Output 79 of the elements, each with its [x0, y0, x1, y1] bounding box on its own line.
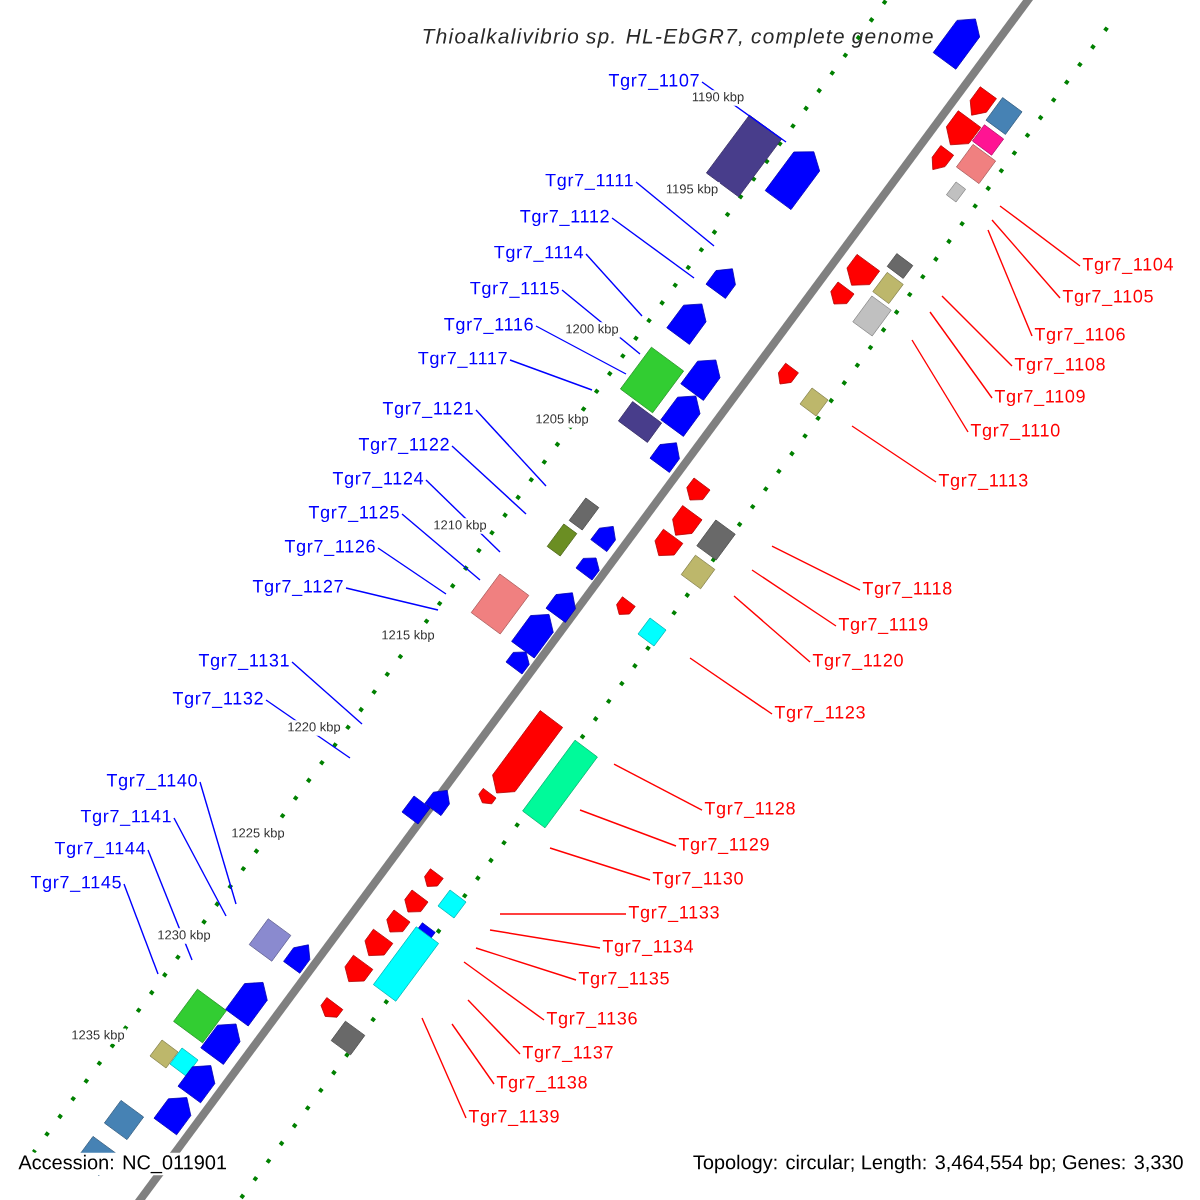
- leader-line: [475, 409, 547, 487]
- leader-line: [499, 913, 627, 915]
- gene-label: Tgr7_1108: [1014, 357, 1105, 375]
- gene-label: Tgr7_1133: [628, 905, 719, 923]
- gene-label: Tgr7_1122: [358, 437, 449, 455]
- leader-line: [147, 849, 193, 961]
- gene-label: Tgr7_1145: [30, 875, 121, 893]
- gene-label: Tgr7_1132: [172, 691, 263, 709]
- gene-label: Tgr7_1107: [608, 73, 699, 91]
- gene-label: Tgr7_1117: [418, 351, 507, 369]
- gene-label: Tgr7_1116: [444, 317, 533, 335]
- gene-label: Tgr7_1104: [1082, 257, 1173, 275]
- gene-label: Tgr7_1119: [838, 617, 928, 635]
- gene-label: Tgr7_1110: [970, 423, 1060, 441]
- leader-line: [929, 311, 993, 399]
- accession-text: Accession: NC_011901: [16, 1152, 229, 1176]
- leader-line: [199, 781, 237, 905]
- leader-line: [451, 1023, 495, 1085]
- leader-line: [613, 763, 703, 811]
- leader-line: [173, 817, 227, 917]
- genome-info-text: Topology: circular; Length: 3,464,554 bp; Genes: 3,330: [693, 1154, 1183, 1174]
- gene-label: Tgr7_1112: [520, 209, 609, 227]
- leader-line: [991, 219, 1061, 299]
- gene-label: Tgr7_1128: [704, 801, 795, 819]
- leader-line: [635, 181, 715, 247]
- leader-line: [401, 513, 481, 581]
- title: Thioalkalivibrio sp. HL-EbGR7, complete genome: [423, 28, 933, 48]
- gene-label: Tgr7_1109: [994, 389, 1085, 407]
- gene-label: Tgr7_1134: [602, 939, 693, 957]
- leader-line: [733, 595, 811, 663]
- gene-label: Tgr7_1125: [308, 505, 399, 523]
- leader-line: [751, 569, 837, 627]
- leader-line: [463, 961, 545, 1021]
- leader-line: [509, 359, 593, 391]
- leader-line: [611, 217, 695, 279]
- leader-line: [123, 883, 159, 975]
- gene-label: Tgr7_1105: [1062, 289, 1153, 307]
- gene-label: Tgr7_1120: [812, 653, 903, 671]
- gene-label: Tgr7_1139: [468, 1109, 559, 1127]
- leader-line: [585, 253, 643, 317]
- gene-label: Tgr7_1123: [774, 705, 865, 723]
- gene-label: Tgr7_1114: [494, 245, 584, 263]
- leader-line: [689, 657, 773, 715]
- leader-line: [987, 229, 1033, 337]
- gene-label: Tgr7_1113: [938, 473, 1028, 491]
- gene-label: Tgr7_1136: [546, 1011, 637, 1029]
- gene-label: Tgr7_1135: [578, 971, 669, 989]
- gene-label: Tgr7_1124: [332, 471, 424, 489]
- gene-label: Tgr7_1106: [1034, 327, 1125, 345]
- leader-line: [345, 587, 439, 611]
- gene-label: Tgr7_1137: [522, 1045, 613, 1063]
- gene-label: Tgr7_1131: [198, 653, 289, 671]
- leader-line: [421, 1017, 467, 1119]
- leader-line: [851, 425, 937, 483]
- leader-line: [911, 339, 969, 433]
- gene-label: Tgr7_1129: [678, 837, 769, 855]
- leader-line: [579, 809, 677, 847]
- leader-line: [941, 295, 1013, 367]
- gene-label: Tgr7_1127: [252, 579, 343, 597]
- gene-label: Tgr7_1121: [382, 401, 473, 419]
- gene-label: Tgr7_1138: [496, 1075, 587, 1093]
- gene-label: Tgr7_1115: [470, 281, 559, 299]
- leader-line: [549, 847, 651, 881]
- gene-label: Tgr7_1144: [54, 841, 146, 859]
- gene-label: Tgr7_1141: [80, 809, 171, 827]
- leader-line: [377, 547, 447, 595]
- leader-line: [489, 929, 601, 949]
- gene-label: Tgr7_1140: [106, 773, 197, 791]
- leader-line: [451, 445, 527, 515]
- gene-label: Tgr7_1126: [284, 539, 375, 557]
- leader-line: [771, 545, 861, 591]
- leader-line: [291, 661, 363, 725]
- leader-line: [535, 325, 627, 375]
- gene-label: Tgr7_1118: [862, 581, 952, 599]
- leader-line: [999, 205, 1081, 267]
- gene-label: Tgr7_1130: [652, 871, 743, 889]
- gene-label: Tgr7_1111: [545, 173, 633, 190]
- leader-line: [467, 999, 521, 1055]
- leader-line: [475, 947, 577, 981]
